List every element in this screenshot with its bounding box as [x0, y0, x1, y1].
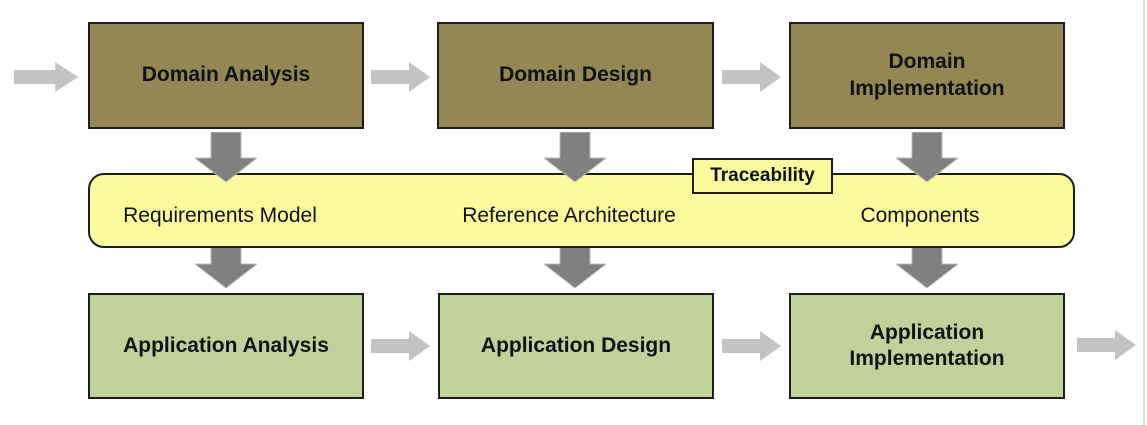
application-implementation-box: Application Implementation — [789, 293, 1065, 399]
arrow-right-icon — [722, 331, 781, 361]
arrow-down-icon — [544, 242, 606, 288]
arrow-right-icon — [1077, 330, 1136, 360]
components-label: Components — [860, 204, 980, 227]
application-design-label: Application Design — [480, 333, 672, 357]
arrow-down-icon — [195, 132, 257, 182]
arrow-right-icon — [371, 62, 430, 92]
domain-analysis-box: Domain Analysis — [88, 22, 364, 129]
arrow-down-icon — [896, 132, 958, 182]
application-analysis-box: Application Analysis — [88, 293, 364, 399]
arrow-right-icon — [14, 62, 78, 92]
reference-architecture-label: Reference Architecture — [462, 204, 676, 227]
arrow-right-icon — [722, 62, 781, 92]
domain-design-label: Domain Design — [499, 63, 652, 87]
arrow-down-icon — [896, 242, 958, 288]
traceability-band: Requirements Model Reference Architectur… — [88, 173, 1075, 248]
domain-implementation-box: Domain Implementation — [789, 22, 1065, 129]
arrow-down-icon — [544, 132, 606, 182]
application-analysis-label: Application Analysis — [123, 333, 329, 357]
requirements-model-label: Requirements Model — [123, 204, 317, 227]
arrow-down-icon — [195, 242, 257, 288]
arrow-right-icon — [371, 331, 430, 361]
application-implementation-label: Application Implementation — [849, 320, 1005, 370]
domain-design-box: Domain Design — [437, 22, 714, 129]
application-design-box: Application Design — [438, 293, 714, 399]
domain-analysis-label: Domain Analysis — [141, 63, 311, 87]
page-edge-line — [1143, 0, 1145, 425]
domain-implementation-label: Domain Implementation — [849, 50, 1005, 100]
traceability-tag: Traceability — [692, 158, 833, 194]
